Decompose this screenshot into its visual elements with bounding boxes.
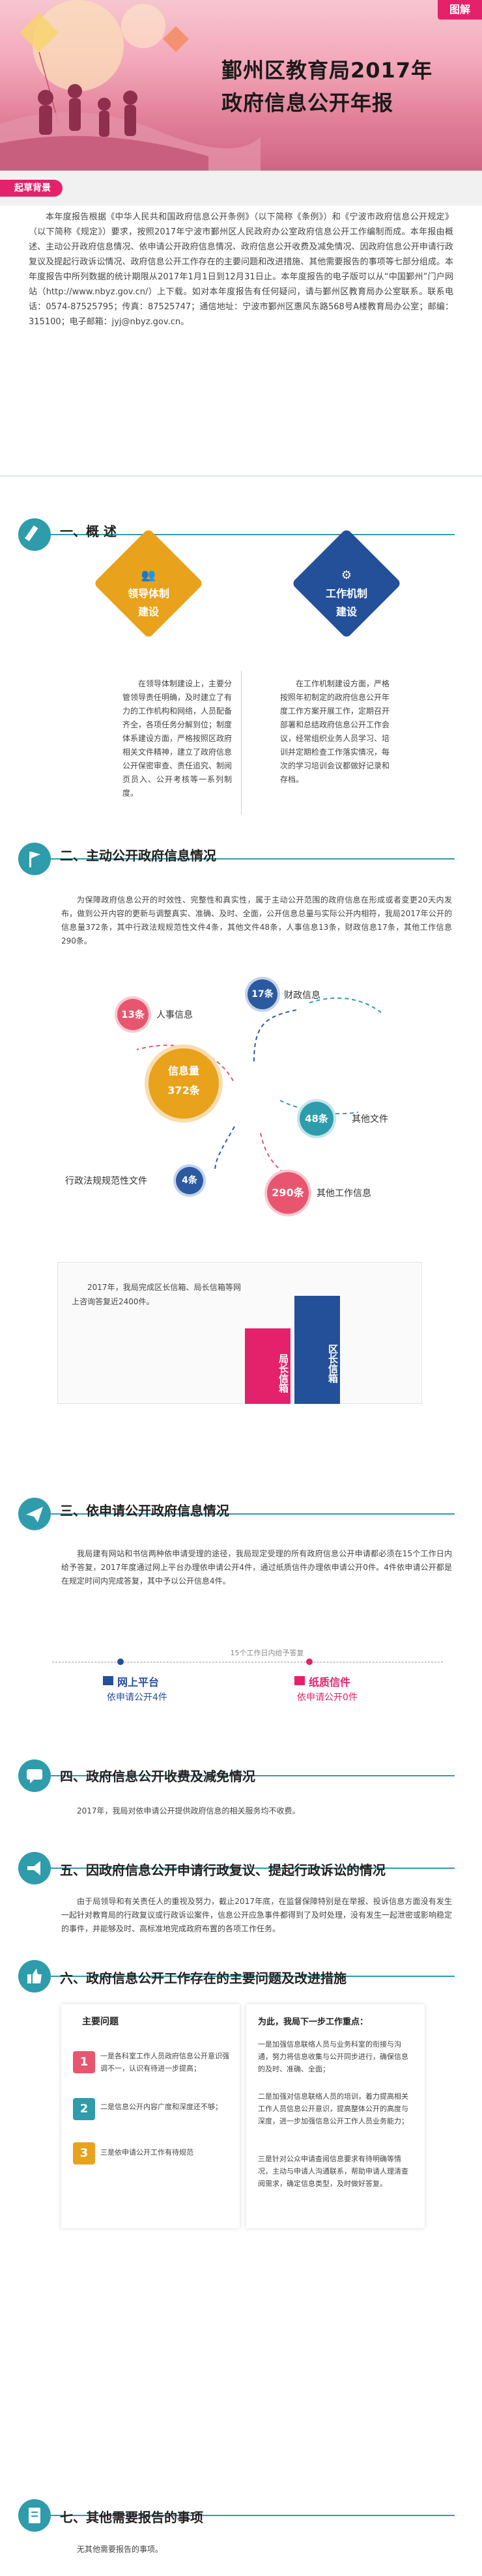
section2-paragraph: 为保障政府信息公开的时效性、完整性和真实性，属于主动公开范围的政府信息在形成或者… <box>61 895 452 945</box>
other-docs-circle: 48条 <box>300 1102 333 1136</box>
header-banner: 图解 鄞州区教育局2017年 政府信息公开年报 <box>0 0 482 171</box>
background-tag: 起草背景 <box>0 180 63 197</box>
other-work-circle: 290条 <box>267 1172 309 1214</box>
paper-letter-icon <box>294 1676 305 1685</box>
problem-item: 一是各科室工作人员政府信息公开意识强调不一，认识有待进一步提高； <box>100 2052 229 2073</box>
online-platform-count: 依申请公开4件 <box>107 1692 167 1703</box>
problem-item: 三是依申请公开工作有待规范 <box>100 2148 193 2157</box>
banner-illustration <box>0 0 261 171</box>
total-info-circle: 信息量 372条 <box>149 1048 219 1119</box>
flag-icon <box>18 843 51 875</box>
problems-heading: 主要问题 <box>82 2017 119 2027</box>
measure-item: 三是针对公众申请查阅信息要求有待明确等情况，主动与申请人沟通联系，帮助申请人理清… <box>258 2155 408 2188</box>
problem-number: 1 <box>73 2051 95 2073</box>
online-platform-title: 网上平台 <box>117 1676 160 1688</box>
leadership-label: 👥 领导体制建设 <box>96 567 201 621</box>
reply-scale-label: 15个工作日内给予答复 <box>230 1649 304 1657</box>
page-title-line1: 鄞州区教育局2017年 <box>221 58 433 83</box>
megaphone-icon <box>18 1852 51 1884</box>
pencil-icon <box>18 518 51 551</box>
camera-icon: ⚙ <box>341 568 352 582</box>
document-icon <box>18 2499 51 2532</box>
section3-title: 三、依申请公开政府信息情况 <box>60 1503 229 1519</box>
personnel-info-label: 人事信息 <box>156 1010 193 1020</box>
section7-title: 七、其他需要报告的事项 <box>60 2510 203 2525</box>
problem-number: 2 <box>73 2098 95 2120</box>
district-mailbox-bar: 区长信箱 <box>294 1296 340 1404</box>
section7-paragraph: 无其他需要报告的事项。 <box>77 2545 163 2554</box>
measure-item: 一是加强信息联络人员与业务科室的衔接与沟通，努力将信息收集与公开同步进行，确保信… <box>258 2040 408 2073</box>
info-diagram-lines <box>136 997 382 1186</box>
finance-info-circle: 17条 <box>248 979 277 1009</box>
other-docs-label: 其他文件 <box>352 1114 388 1125</box>
regulation-docs-label: 行政法规规范性文件 <box>65 1176 147 1186</box>
leadership-text: 在领导体制建设上，主要分管领导责任明确，及时建立了有力的工作机构和网络，人员配备… <box>122 679 233 798</box>
measure-item: 二是加强对信息联络人员的培训，着力提高相关工作人员信息公开意识，提高整体公开的高… <box>258 2092 408 2125</box>
section6-title: 六、政府信息公开工作存在的主要问题及改进措施 <box>60 1970 347 1986</box>
subheader-band <box>0 171 482 206</box>
measures-card <box>246 2004 425 2228</box>
personnel-info-circle: 13条 <box>117 999 149 1030</box>
problem-number: 3 <box>73 2142 95 2164</box>
mechanism-text: 在工作机制建设方面，严格按照年初制定的政府信息公开年度工作方案开展工作，定期召开… <box>280 679 390 784</box>
intro-paragraph: 本年度报告根据《中华人民共和国政府信息公开条例》（以下简称《条例》）和《宁波市政… <box>29 212 453 327</box>
mechanism-label: ⚙ 工作机制建设 <box>294 567 399 621</box>
paper-letter-title: 纸质信件 <box>309 1676 351 1688</box>
regulation-docs-circle: 4条 <box>176 1167 203 1194</box>
measures-heading: 为此，我局下一步工作重点： <box>258 2017 369 2027</box>
other-work-label: 其他工作信息 <box>317 1188 371 1199</box>
section3-paragraph: 我局建有网站和书信两种依申请受理的途径，我局现定受理的所有政府信息公开申请都必须… <box>61 1549 452 1586</box>
header-badge: 图解 <box>438 0 482 20</box>
online-platform-icon <box>103 1676 113 1685</box>
problem-item: 二是信息公开内容广度和深度还不够； <box>100 2103 222 2111</box>
section5-title: 五、因政府信息公开申请行政复议、提起行政诉讼的情况 <box>60 1862 386 1878</box>
director-mailbox-bar: 局长信箱 <box>245 1328 291 1404</box>
page-title-line2: 政府信息公开年报 <box>221 91 394 115</box>
finance-info-label: 财政信息 <box>284 990 320 1001</box>
section5-paragraph: 由于局领导和有关责任人的重视及努力，截止2017年底，在监督保障特别是在举报、投… <box>61 1897 453 1933</box>
section1-title: 一、概 述 <box>60 524 117 539</box>
paper-letter-count: 依申请公开0件 <box>297 1692 358 1703</box>
chat-icon <box>18 1759 51 1792</box>
section4-paragraph: 2017年，我局对依申请公开提供政府信息的相关服务均不收费。 <box>77 1806 300 1815</box>
leadership-icon: 👥 <box>141 568 156 582</box>
mailbox-text: 2017年，我局完成区长信箱、局长信箱等网上咨询答复近2400件。 <box>72 1283 241 1306</box>
paper-plane-icon <box>18 1498 51 1530</box>
section2-title: 二、主动公开政府信息情况 <box>60 848 216 863</box>
section4-title: 四、政府信息公开收费及减免情况 <box>60 1769 255 1784</box>
mailbox-box <box>57 1262 422 1404</box>
thumbs-up-icon <box>18 1960 51 1993</box>
